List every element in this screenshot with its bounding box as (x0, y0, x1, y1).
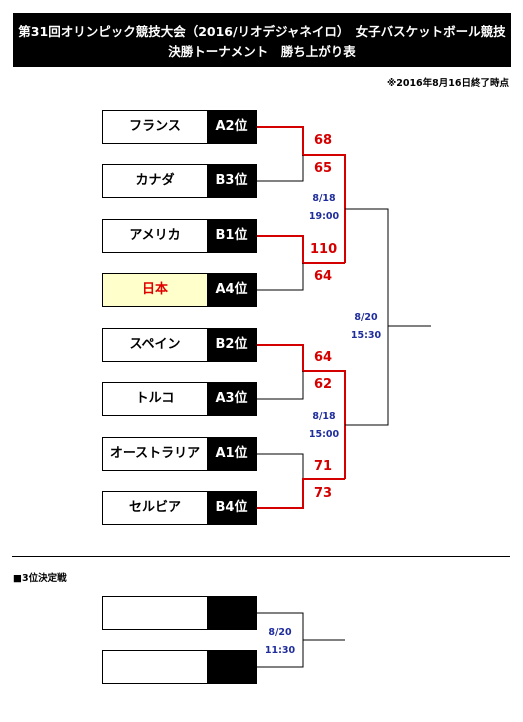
team-rank: B3位 (207, 165, 256, 197)
team-turkey: トルコ A3位 (102, 382, 257, 416)
score-canada: 65 (314, 161, 333, 176)
team-usa: アメリカ B1位 (102, 219, 257, 253)
team-rank: B2位 (207, 329, 256, 361)
title-line-2: 決勝トーナメント 勝ち上がり表 (168, 44, 356, 59)
match-date: 8/18 (312, 193, 336, 204)
line-turkey (257, 371, 304, 400)
team-rank: A2位 (207, 111, 256, 143)
match-date-sf: 8/20 15:30 (346, 309, 386, 345)
match-date-third: 8/20 11:30 (260, 624, 300, 660)
third-place-title: ■3位決定戦 (13, 573, 67, 584)
team-australia: オーストラリア A1位 (102, 437, 257, 471)
team-spain: スペイン B2位 (102, 328, 257, 362)
line-serbia (257, 478, 345, 509)
team-rank (207, 597, 256, 629)
third-place-slot-1 (102, 596, 257, 630)
score-australia: 71 (314, 459, 333, 474)
team-rank: A1位 (207, 438, 256, 470)
team-name: カナダ (135, 173, 175, 188)
score-usa: 110 (310, 242, 338, 257)
match-date-qf-bottom: 8/18 15:00 (304, 408, 344, 444)
score-serbia: 73 (314, 486, 333, 501)
team-rank: B4位 (207, 492, 256, 524)
as-of-note: ※2016年8月16日終了時点 (386, 78, 509, 89)
team-rank: A4位 (207, 274, 256, 306)
team-name: セルビア (128, 500, 181, 515)
title-line-1: 第31回オリンピック競技大会（2016/リオデジャネイロ） 女子バスケットボール… (18, 24, 506, 39)
title-banner: 第31回オリンピック競技大会（2016/リオデジャネイロ） 女子バスケットボール… (13, 13, 511, 67)
line-third-1 (257, 612, 345, 641)
third-place-slot-2 (102, 650, 257, 684)
section-divider (12, 556, 510, 557)
team-name: オーストラリア (109, 446, 201, 461)
line-sf-top (345, 208, 389, 326)
score-japan: 64 (314, 269, 333, 284)
line-usa (257, 235, 345, 264)
team-rank: A3位 (207, 383, 256, 415)
team-name: スペイン (129, 337, 181, 352)
team-name (103, 651, 207, 683)
match-date: 8/20 (354, 312, 378, 323)
line-japan (257, 263, 304, 291)
team-rank: B1位 (207, 220, 256, 252)
match-time: 15:30 (350, 330, 382, 341)
line-sf-bottom (345, 326, 389, 426)
match-time: 15:00 (308, 429, 340, 440)
team-rank (207, 651, 256, 683)
team-serbia: セルビア B4位 (102, 491, 257, 525)
team-japan: 日本 A4位 (102, 273, 257, 307)
score-france: 68 (314, 133, 333, 148)
score-spain: 64 (314, 350, 333, 365)
line-third-2 (257, 640, 304, 668)
match-date: 8/18 (312, 411, 336, 422)
score-turkey: 62 (314, 377, 333, 392)
team-name: トルコ (135, 391, 175, 406)
team-france: フランス A2位 (102, 110, 257, 144)
match-date-qf-top: 8/18 19:00 (304, 190, 344, 226)
team-name (103, 597, 207, 629)
line-canada (257, 155, 304, 182)
team-canada: カナダ B3位 (102, 164, 257, 198)
team-name: 日本 (103, 274, 207, 306)
team-name: フランス (129, 119, 181, 134)
match-time: 11:30 (264, 645, 296, 656)
match-time: 19:00 (308, 211, 340, 222)
team-name: アメリカ (129, 228, 181, 243)
line-australia (257, 453, 304, 479)
match-date: 8/20 (268, 627, 292, 638)
